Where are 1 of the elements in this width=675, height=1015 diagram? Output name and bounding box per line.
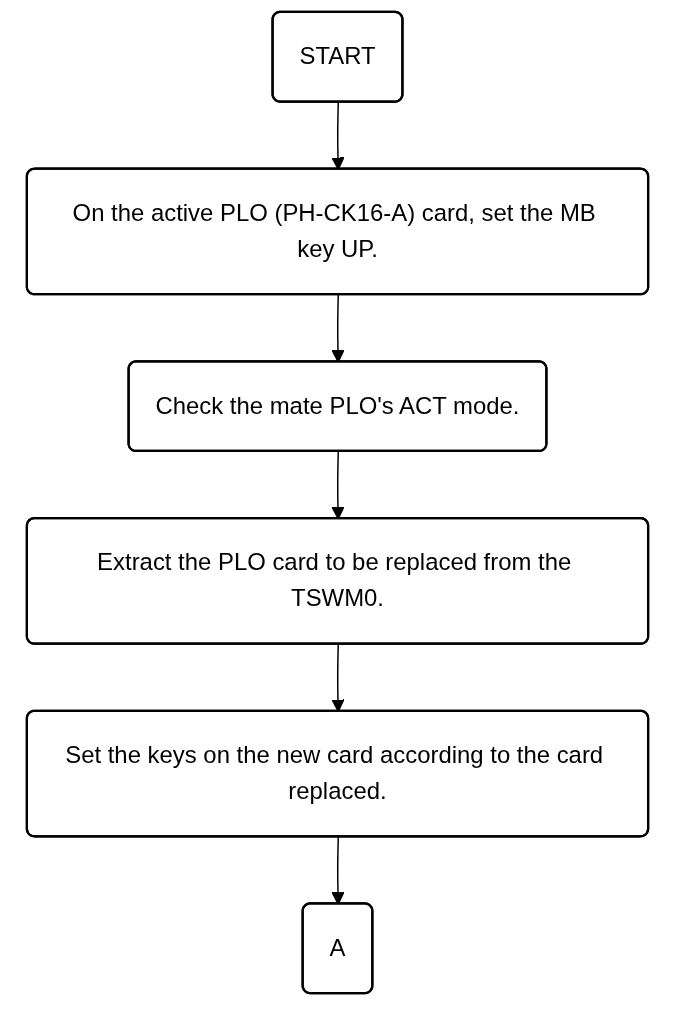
flowchart: START On the active PLO (PH-CK16-A) card, set the MB key UP. Check the mate PLO's ACT mode. Extract the PLO card to be replaced from the TSWM0. Set the keys on the new card according to the card replaced. A: [0, 0, 675, 1005]
